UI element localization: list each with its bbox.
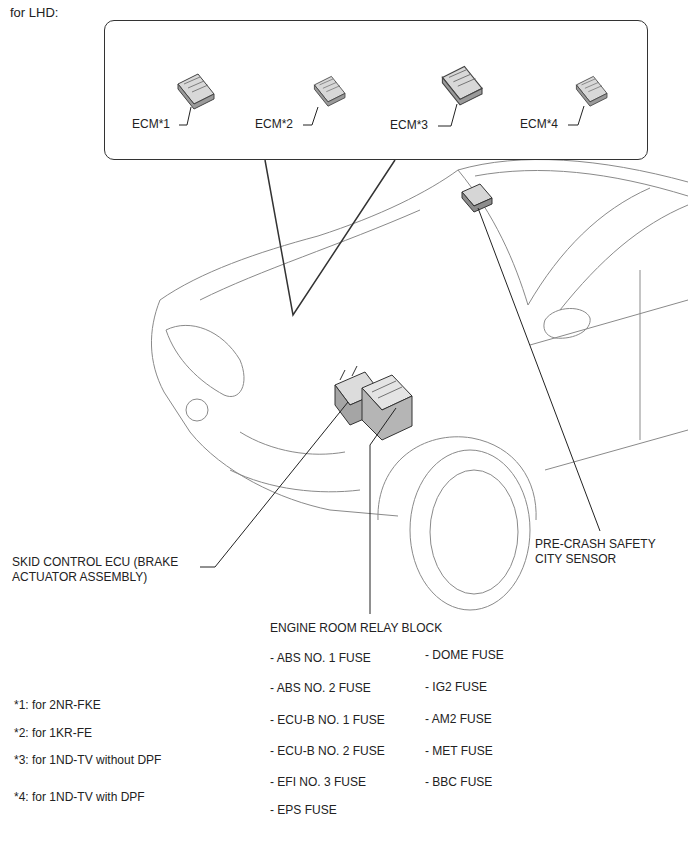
lower-grille xyxy=(230,470,360,492)
fuse-name: - DOME FUSE xyxy=(425,648,504,663)
fuse-name: - ABS NO. 2 FUSE xyxy=(270,681,371,696)
part-name: ENGINE ROOM RELAY BLOCK xyxy=(270,621,442,636)
ecm-icon xyxy=(314,76,345,106)
ecm-icon xyxy=(442,66,482,105)
callout-tail xyxy=(265,160,395,315)
door-gap xyxy=(640,270,641,440)
fuse-name: - ABS NO. 1 FUSE xyxy=(270,651,371,666)
tire xyxy=(410,450,530,610)
footnote: *1: for 2NR-FKE xyxy=(14,698,101,713)
leader-line xyxy=(370,408,396,614)
hood-line xyxy=(200,210,420,300)
footnote: *3: for 1ND-TV without DPF xyxy=(14,753,161,768)
car-outline xyxy=(151,160,688,610)
fog-lamp xyxy=(186,399,208,421)
ecm-icon xyxy=(178,74,214,109)
fuse-name: - MET FUSE xyxy=(425,744,493,759)
page-heading: for LHD: xyxy=(10,5,58,20)
ecm-icon xyxy=(576,76,607,106)
car-body-front xyxy=(151,300,398,516)
mirror xyxy=(544,308,590,338)
fuse-name: - ECU-B NO. 1 FUSE xyxy=(270,713,385,728)
leader-line xyxy=(200,402,348,567)
part-name: SKID CONTROL ECU (BRAKE ACTUATOR ASSEMBL… xyxy=(12,555,202,585)
pre-crash-sensor xyxy=(462,184,492,212)
leader-line xyxy=(303,107,318,125)
side-window xyxy=(560,205,688,310)
windshield-inner xyxy=(475,170,688,196)
footnote: *2: for 1KR-FE xyxy=(14,726,92,741)
a-pillar xyxy=(528,188,650,305)
grille xyxy=(240,432,345,454)
fuse-name: - ECU-B NO. 2 FUSE xyxy=(270,744,385,759)
fuse-name: - EFI NO. 3 FUSE xyxy=(270,775,366,790)
door-line xyxy=(530,300,688,345)
leader-line xyxy=(179,107,191,125)
hood-edge xyxy=(160,170,458,300)
fender-line xyxy=(458,170,528,305)
part-name: PRE-CRASH SAFETY CITY SENSOR xyxy=(535,537,667,567)
headlight xyxy=(166,325,244,396)
leader-line xyxy=(568,106,584,125)
leader-line xyxy=(438,104,457,126)
rim xyxy=(430,470,518,594)
fuse-name: - AM2 FUSE xyxy=(425,712,492,727)
ecm-icons xyxy=(178,66,607,109)
fuse-name: - IG2 FUSE xyxy=(425,680,487,695)
footnote: *4: for 1ND-TV with DPF xyxy=(14,790,145,805)
part-label: ECM*3 xyxy=(390,118,428,133)
part-label: ECM*1 xyxy=(132,117,170,132)
part-label: ECM*2 xyxy=(255,117,293,132)
fuse-name: - EPS FUSE xyxy=(270,803,337,818)
sill-line xyxy=(545,430,688,470)
fuse-name: - BBC FUSE xyxy=(425,775,492,790)
wheel-arch xyxy=(378,437,536,520)
part-label: ECM*4 xyxy=(520,117,558,132)
callout-box: ECM*1 ECM*2 ECM*3 ECM*4 xyxy=(104,20,648,160)
leader-line xyxy=(478,208,600,531)
windshield xyxy=(458,160,688,182)
engine-room-relay-block xyxy=(362,375,412,440)
